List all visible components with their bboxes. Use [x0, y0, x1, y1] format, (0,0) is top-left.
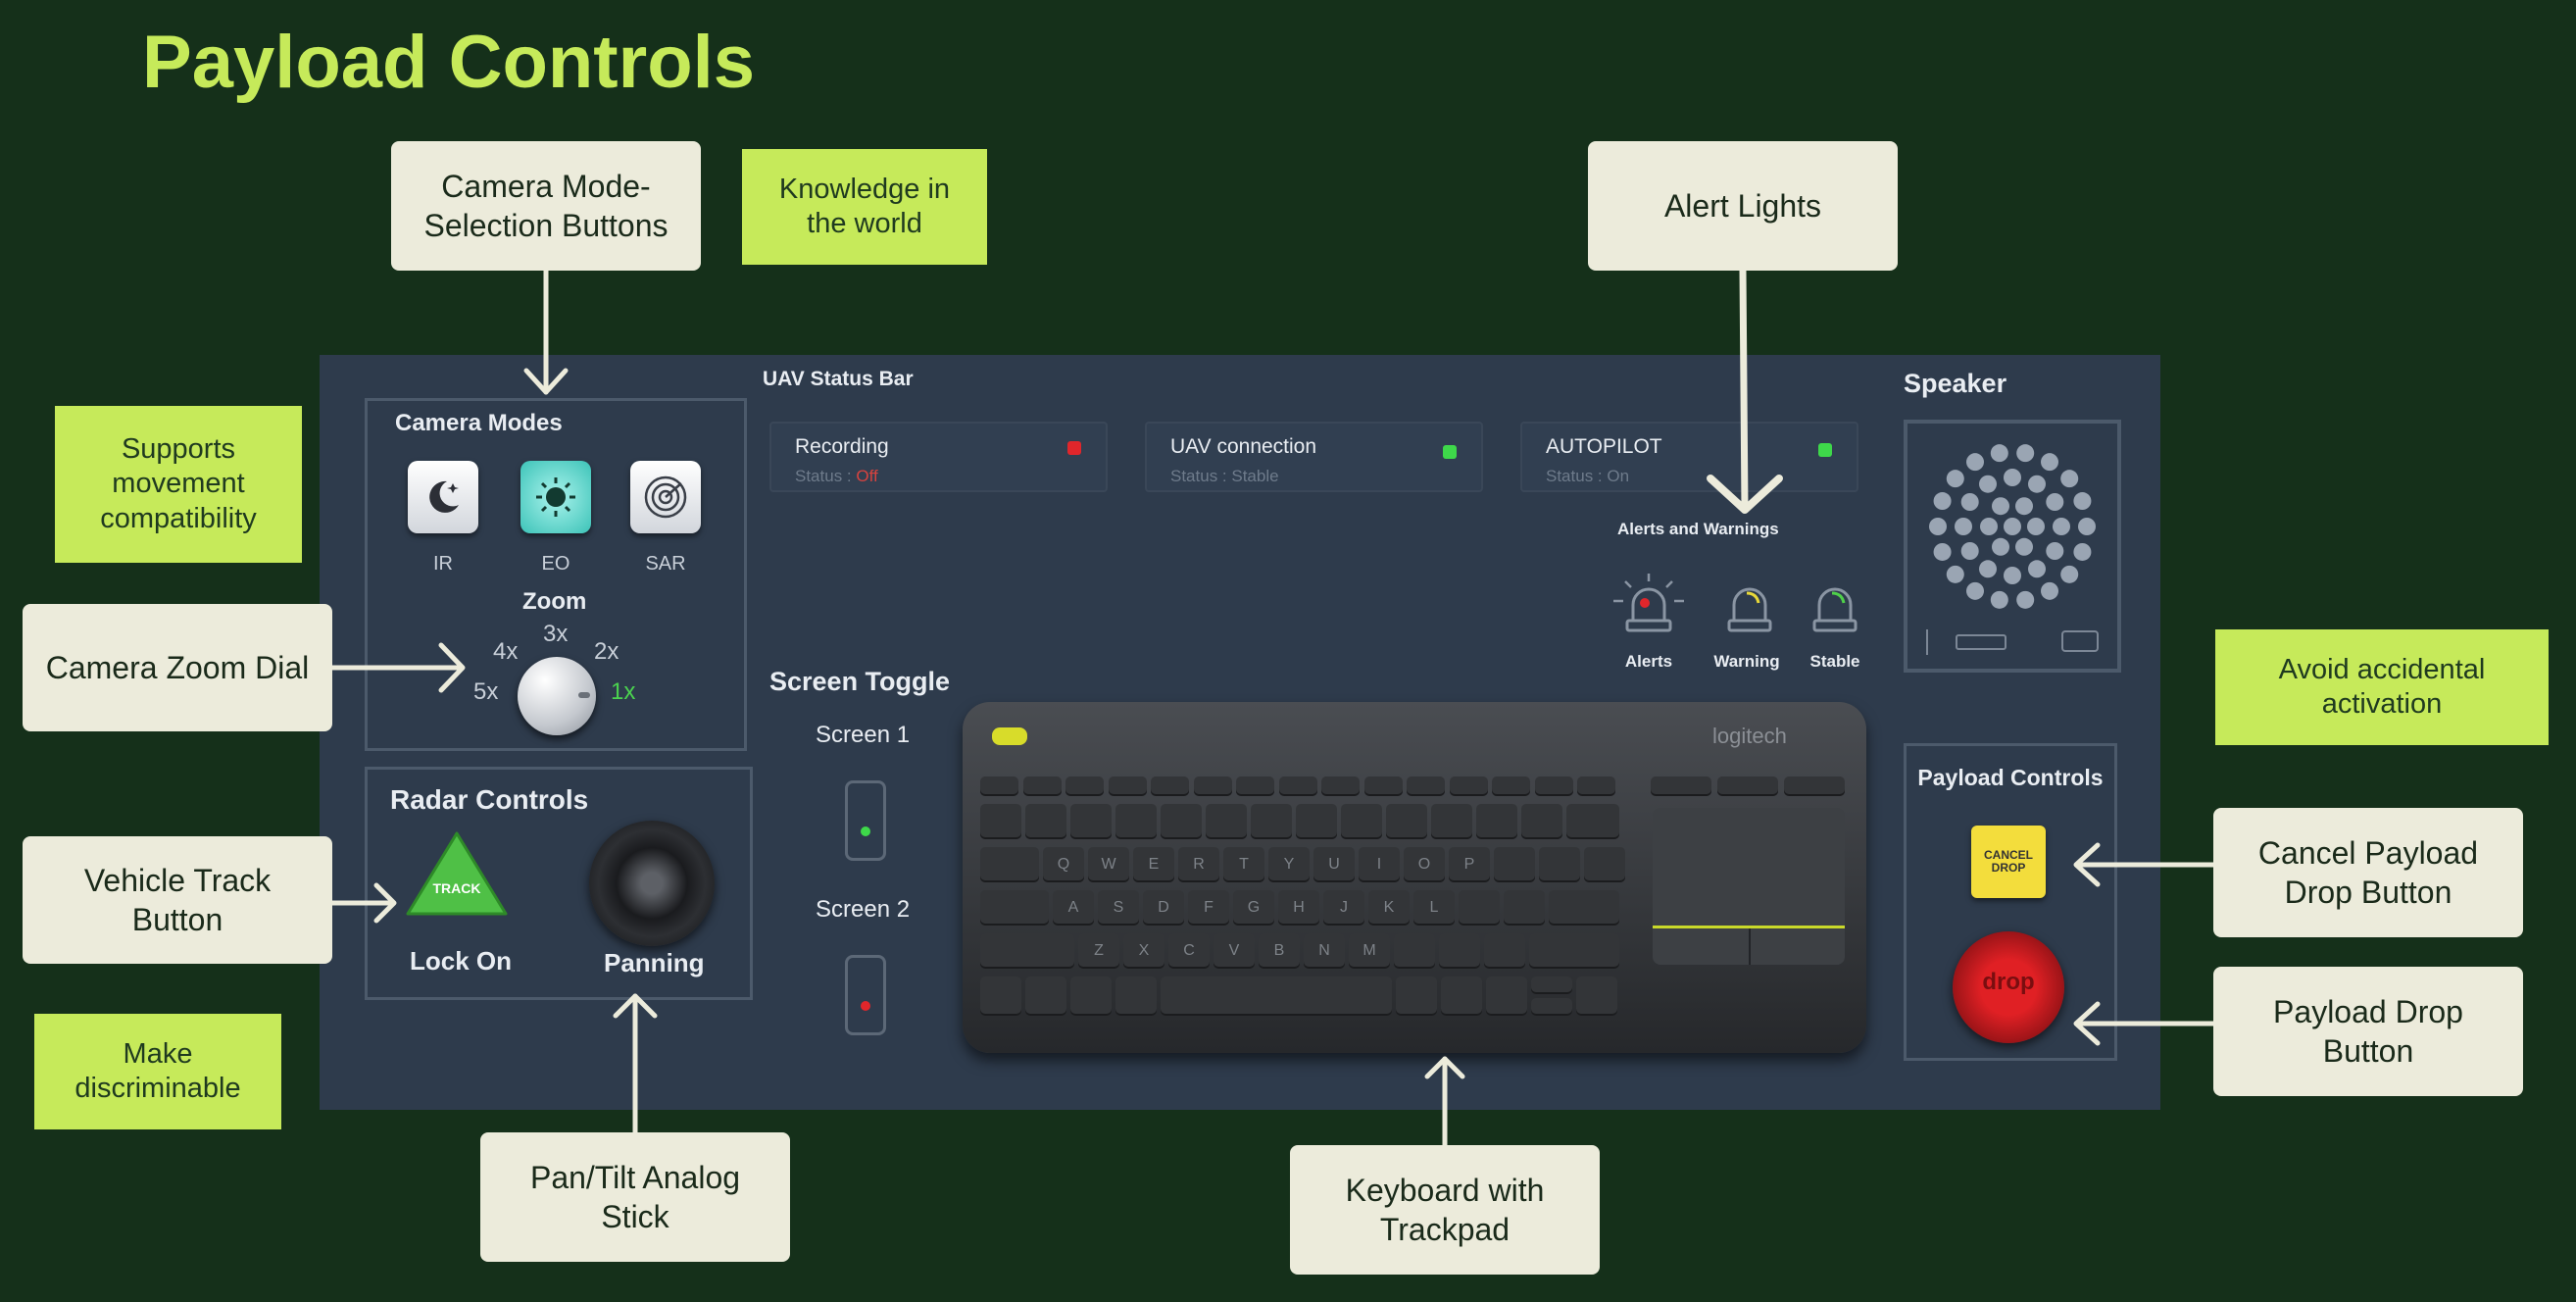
arrow-pan-tilt: [616, 996, 655, 1132]
arrow-camera-modes: [526, 271, 566, 392]
arrow-alert-lights: [1710, 271, 1779, 510]
arrow-track-button: [332, 885, 394, 921]
arrow-keyboard: [1427, 1059, 1462, 1145]
arrow-zoom-dial: [332, 645, 463, 690]
arrow-cancel-drop: [2076, 845, 2213, 884]
arrow-payload-drop: [2076, 1004, 2213, 1043]
